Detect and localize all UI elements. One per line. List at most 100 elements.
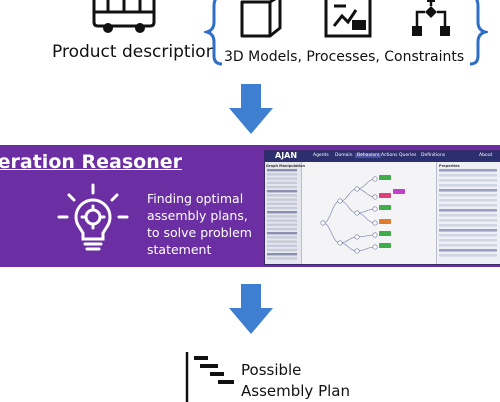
panel-row bbox=[267, 253, 297, 256]
graph-edge bbox=[322, 200, 341, 224]
panel-title: Properties bbox=[439, 164, 460, 168]
graph-edge bbox=[356, 208, 376, 214]
panel-row bbox=[267, 236, 297, 239]
panel-row bbox=[267, 211, 297, 214]
action-node bbox=[393, 189, 405, 194]
panel-title: Graph Manipulation bbox=[266, 164, 306, 168]
property-row bbox=[439, 229, 497, 232]
panel-row bbox=[267, 198, 297, 201]
graph-node bbox=[372, 194, 378, 200]
graph-node bbox=[354, 234, 360, 240]
property-row bbox=[439, 169, 497, 172]
panel-row bbox=[267, 240, 297, 243]
property-row bbox=[439, 254, 497, 257]
left-brace bbox=[204, 0, 223, 66]
description-line: statement bbox=[147, 242, 212, 257]
graph-node bbox=[372, 232, 378, 238]
graph-edge bbox=[339, 236, 358, 244]
panel-row bbox=[267, 173, 297, 176]
output-line: Possible bbox=[241, 361, 302, 379]
graph-edge bbox=[339, 188, 358, 202]
panel-row bbox=[267, 244, 297, 247]
graph-node bbox=[320, 220, 326, 226]
property-row bbox=[439, 194, 497, 197]
cube-icon bbox=[240, 0, 282, 38]
menu-item: Actions bbox=[381, 153, 398, 158]
reasoner-title: eration Reasoner bbox=[0, 151, 182, 173]
panel-row bbox=[267, 177, 297, 180]
menu-item: Queries bbox=[399, 153, 417, 158]
panel-row bbox=[267, 223, 297, 226]
arrow-down-icon bbox=[229, 284, 273, 334]
property-row bbox=[439, 224, 497, 227]
right-brace bbox=[469, 0, 488, 66]
inputs-label: 3D Models, Processes, Constraints bbox=[224, 49, 465, 65]
ajan-editor-screenshot: AJAN Agents Domain Behaviors Actions Que… bbox=[264, 150, 500, 265]
graph-node bbox=[372, 220, 378, 226]
menu-item-active: Behaviors bbox=[355, 153, 382, 158]
panel-row bbox=[267, 185, 297, 189]
panel-row bbox=[267, 202, 297, 205]
panel-row bbox=[267, 227, 297, 231]
panel-row bbox=[267, 181, 297, 184]
panel-row bbox=[267, 232, 297, 235]
app-logo: AJAN bbox=[275, 151, 298, 160]
output-label: Possible Assembly Plan bbox=[241, 360, 350, 402]
property-row bbox=[439, 189, 497, 192]
panel-row bbox=[267, 248, 297, 252]
property-row bbox=[439, 184, 497, 187]
reasoner-description: Finding optimal assembly plans, to solve… bbox=[147, 190, 252, 258]
panel-row bbox=[267, 206, 297, 210]
graph-edge bbox=[356, 212, 376, 224]
property-row bbox=[439, 244, 497, 247]
description-line: Finding optimal bbox=[147, 191, 244, 206]
drawing-icon bbox=[324, 0, 372, 38]
reasoner-title-wrap: eration Reasoner bbox=[0, 151, 255, 179]
graph-node bbox=[337, 198, 343, 204]
panel-row bbox=[267, 219, 297, 222]
menu-item: Definitions bbox=[421, 153, 446, 158]
graph-edge bbox=[356, 188, 376, 198]
app-menubar: AJAN Agents Domain Behaviors Actions Que… bbox=[265, 151, 500, 162]
panel-row bbox=[267, 169, 297, 172]
graph-node bbox=[337, 240, 343, 246]
behavior-tree-graph bbox=[267, 169, 497, 260]
menu-item: Domain bbox=[335, 153, 353, 158]
panel-row bbox=[267, 190, 297, 193]
graph-node bbox=[354, 186, 360, 192]
action-node bbox=[379, 231, 391, 236]
description-line: assembly plans, bbox=[147, 208, 248, 223]
action-node bbox=[379, 175, 391, 180]
graph-edge bbox=[339, 200, 358, 214]
arrow-down-icon bbox=[229, 84, 273, 134]
property-row bbox=[439, 179, 497, 182]
panel-row bbox=[267, 194, 297, 197]
property-row bbox=[439, 249, 497, 252]
graph-node bbox=[372, 206, 378, 212]
flowchart-icon bbox=[412, 0, 450, 36]
graph-edge bbox=[356, 246, 376, 252]
lightbulb-gear-icon bbox=[57, 183, 129, 251]
bus-icon bbox=[92, 0, 156, 33]
graph-node bbox=[354, 210, 360, 216]
description-line: to solve problem bbox=[147, 225, 252, 240]
graph-node bbox=[372, 176, 378, 182]
property-row bbox=[439, 209, 497, 212]
property-row bbox=[439, 214, 497, 217]
gantt-chart-icon bbox=[185, 352, 234, 402]
panel-row bbox=[267, 257, 297, 260]
graph-edge bbox=[339, 242, 358, 252]
property-row bbox=[439, 174, 497, 177]
action-node bbox=[379, 219, 391, 224]
graph-edge bbox=[356, 178, 376, 190]
graph-node bbox=[354, 248, 360, 254]
property-row bbox=[439, 219, 497, 222]
graph-node bbox=[372, 244, 378, 250]
product-description-label: Product description bbox=[52, 42, 217, 62]
graph-edge bbox=[356, 234, 376, 238]
graph-edge bbox=[322, 222, 341, 244]
panel-row bbox=[267, 215, 297, 218]
menu-item: About bbox=[479, 153, 493, 158]
property-row bbox=[439, 239, 497, 242]
property-row bbox=[439, 234, 497, 237]
